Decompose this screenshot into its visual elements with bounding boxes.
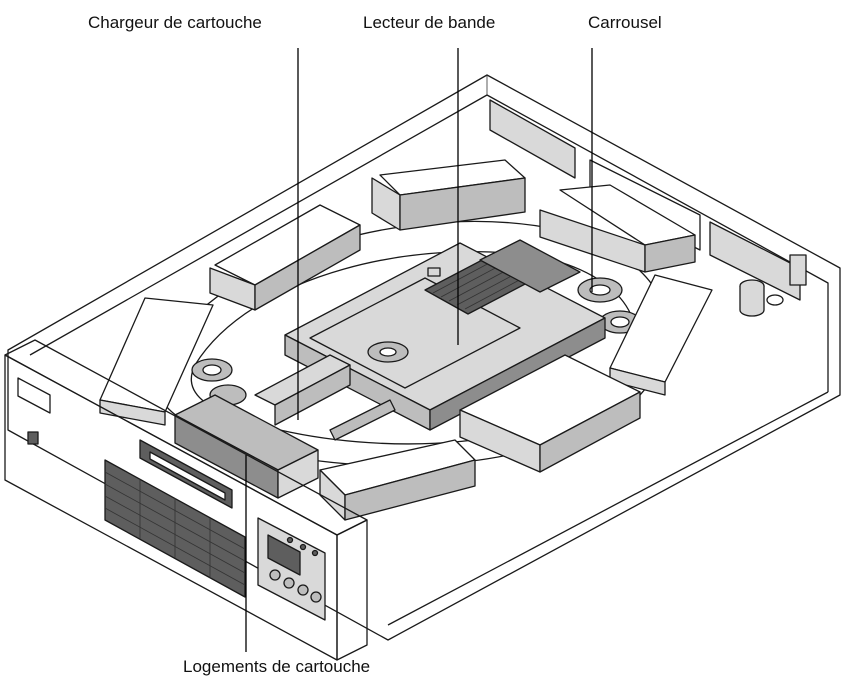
cartridges bbox=[99, 159, 713, 521]
front-bezel bbox=[4, 339, 368, 661]
callout-leader-lines bbox=[245, 48, 593, 652]
cartridge-loader bbox=[254, 354, 396, 441]
label-tape-drive: Lecteur de bande bbox=[363, 13, 496, 32]
cartridge-slots bbox=[174, 394, 319, 499]
control-panel bbox=[257, 517, 326, 621]
label-cartridge-slots: Logements de cartouche bbox=[183, 657, 371, 676]
label-carousel: Carrousel bbox=[588, 13, 662, 32]
tape-drive bbox=[284, 239, 606, 431]
label-cartridge-loader: Chargeur de cartouche bbox=[88, 13, 262, 32]
bezel-vents bbox=[104, 459, 246, 598]
